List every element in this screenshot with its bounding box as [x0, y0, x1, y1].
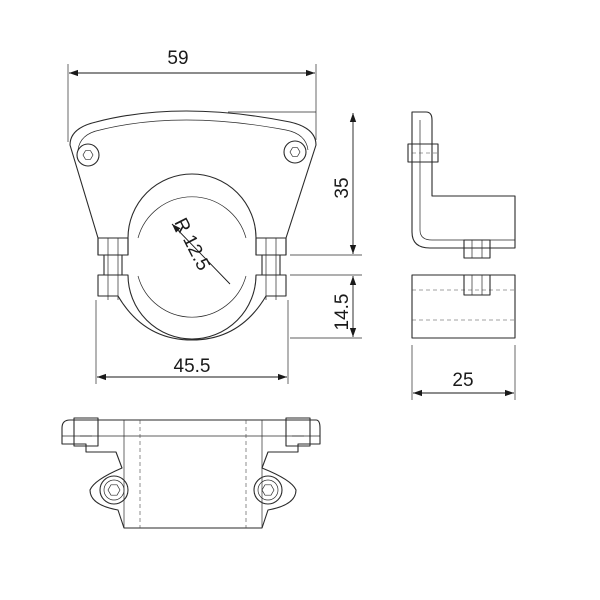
- dim-width-bottom-label: 45.5: [174, 356, 211, 377]
- screw-head-left-icon: [76, 143, 100, 167]
- bore-upper-arc: [137, 196, 247, 239]
- side-screw-lower-icon: [463, 239, 491, 259]
- dim-width-top-label: 59: [167, 48, 188, 69]
- side-view-lower: [411, 274, 516, 339]
- dim-gap: 14.5: [290, 274, 362, 339]
- dim-gap-label: 14.5: [332, 294, 353, 331]
- lower-bore-inner: [137, 275, 247, 318]
- dim-height-right: 35: [290, 113, 362, 256]
- side-bracket-outline: [411, 111, 516, 249]
- screw-head-right-icon: [283, 140, 307, 164]
- radius-label: R 12.5: [170, 215, 214, 274]
- upper-clamp-inner-edge: [77, 119, 309, 151]
- radius-leader: [171, 223, 231, 285]
- side-view-upper: [407, 111, 516, 259]
- side-lower-screw-icon: [463, 274, 491, 296]
- dim-width-bottom: 45.5: [95, 300, 289, 384]
- bottom-hex-socket-left-icon: [99, 475, 129, 505]
- bottom-plate-outline: [61, 419, 321, 529]
- bottom-hex-socket-right-icon: [253, 475, 283, 505]
- screw-left-icon: [97, 237, 129, 300]
- bottom-screw-right-icon: [285, 417, 311, 447]
- side-screw-head-icon: [407, 143, 439, 163]
- bottom-view: [61, 417, 321, 529]
- dim-height-right-label: 35: [332, 177, 353, 198]
- side-bracket-inner: [419, 120, 515, 241]
- dim-width-top: 59: [67, 48, 317, 142]
- screw-right-icon: [255, 237, 287, 300]
- bottom-screw-left-icon: [73, 417, 99, 447]
- dim-depth-label: 25: [452, 370, 473, 391]
- lower-clamp-outline: [97, 274, 287, 341]
- dim-depth: 25: [411, 345, 516, 400]
- front-view: R 12.5: [69, 110, 317, 341]
